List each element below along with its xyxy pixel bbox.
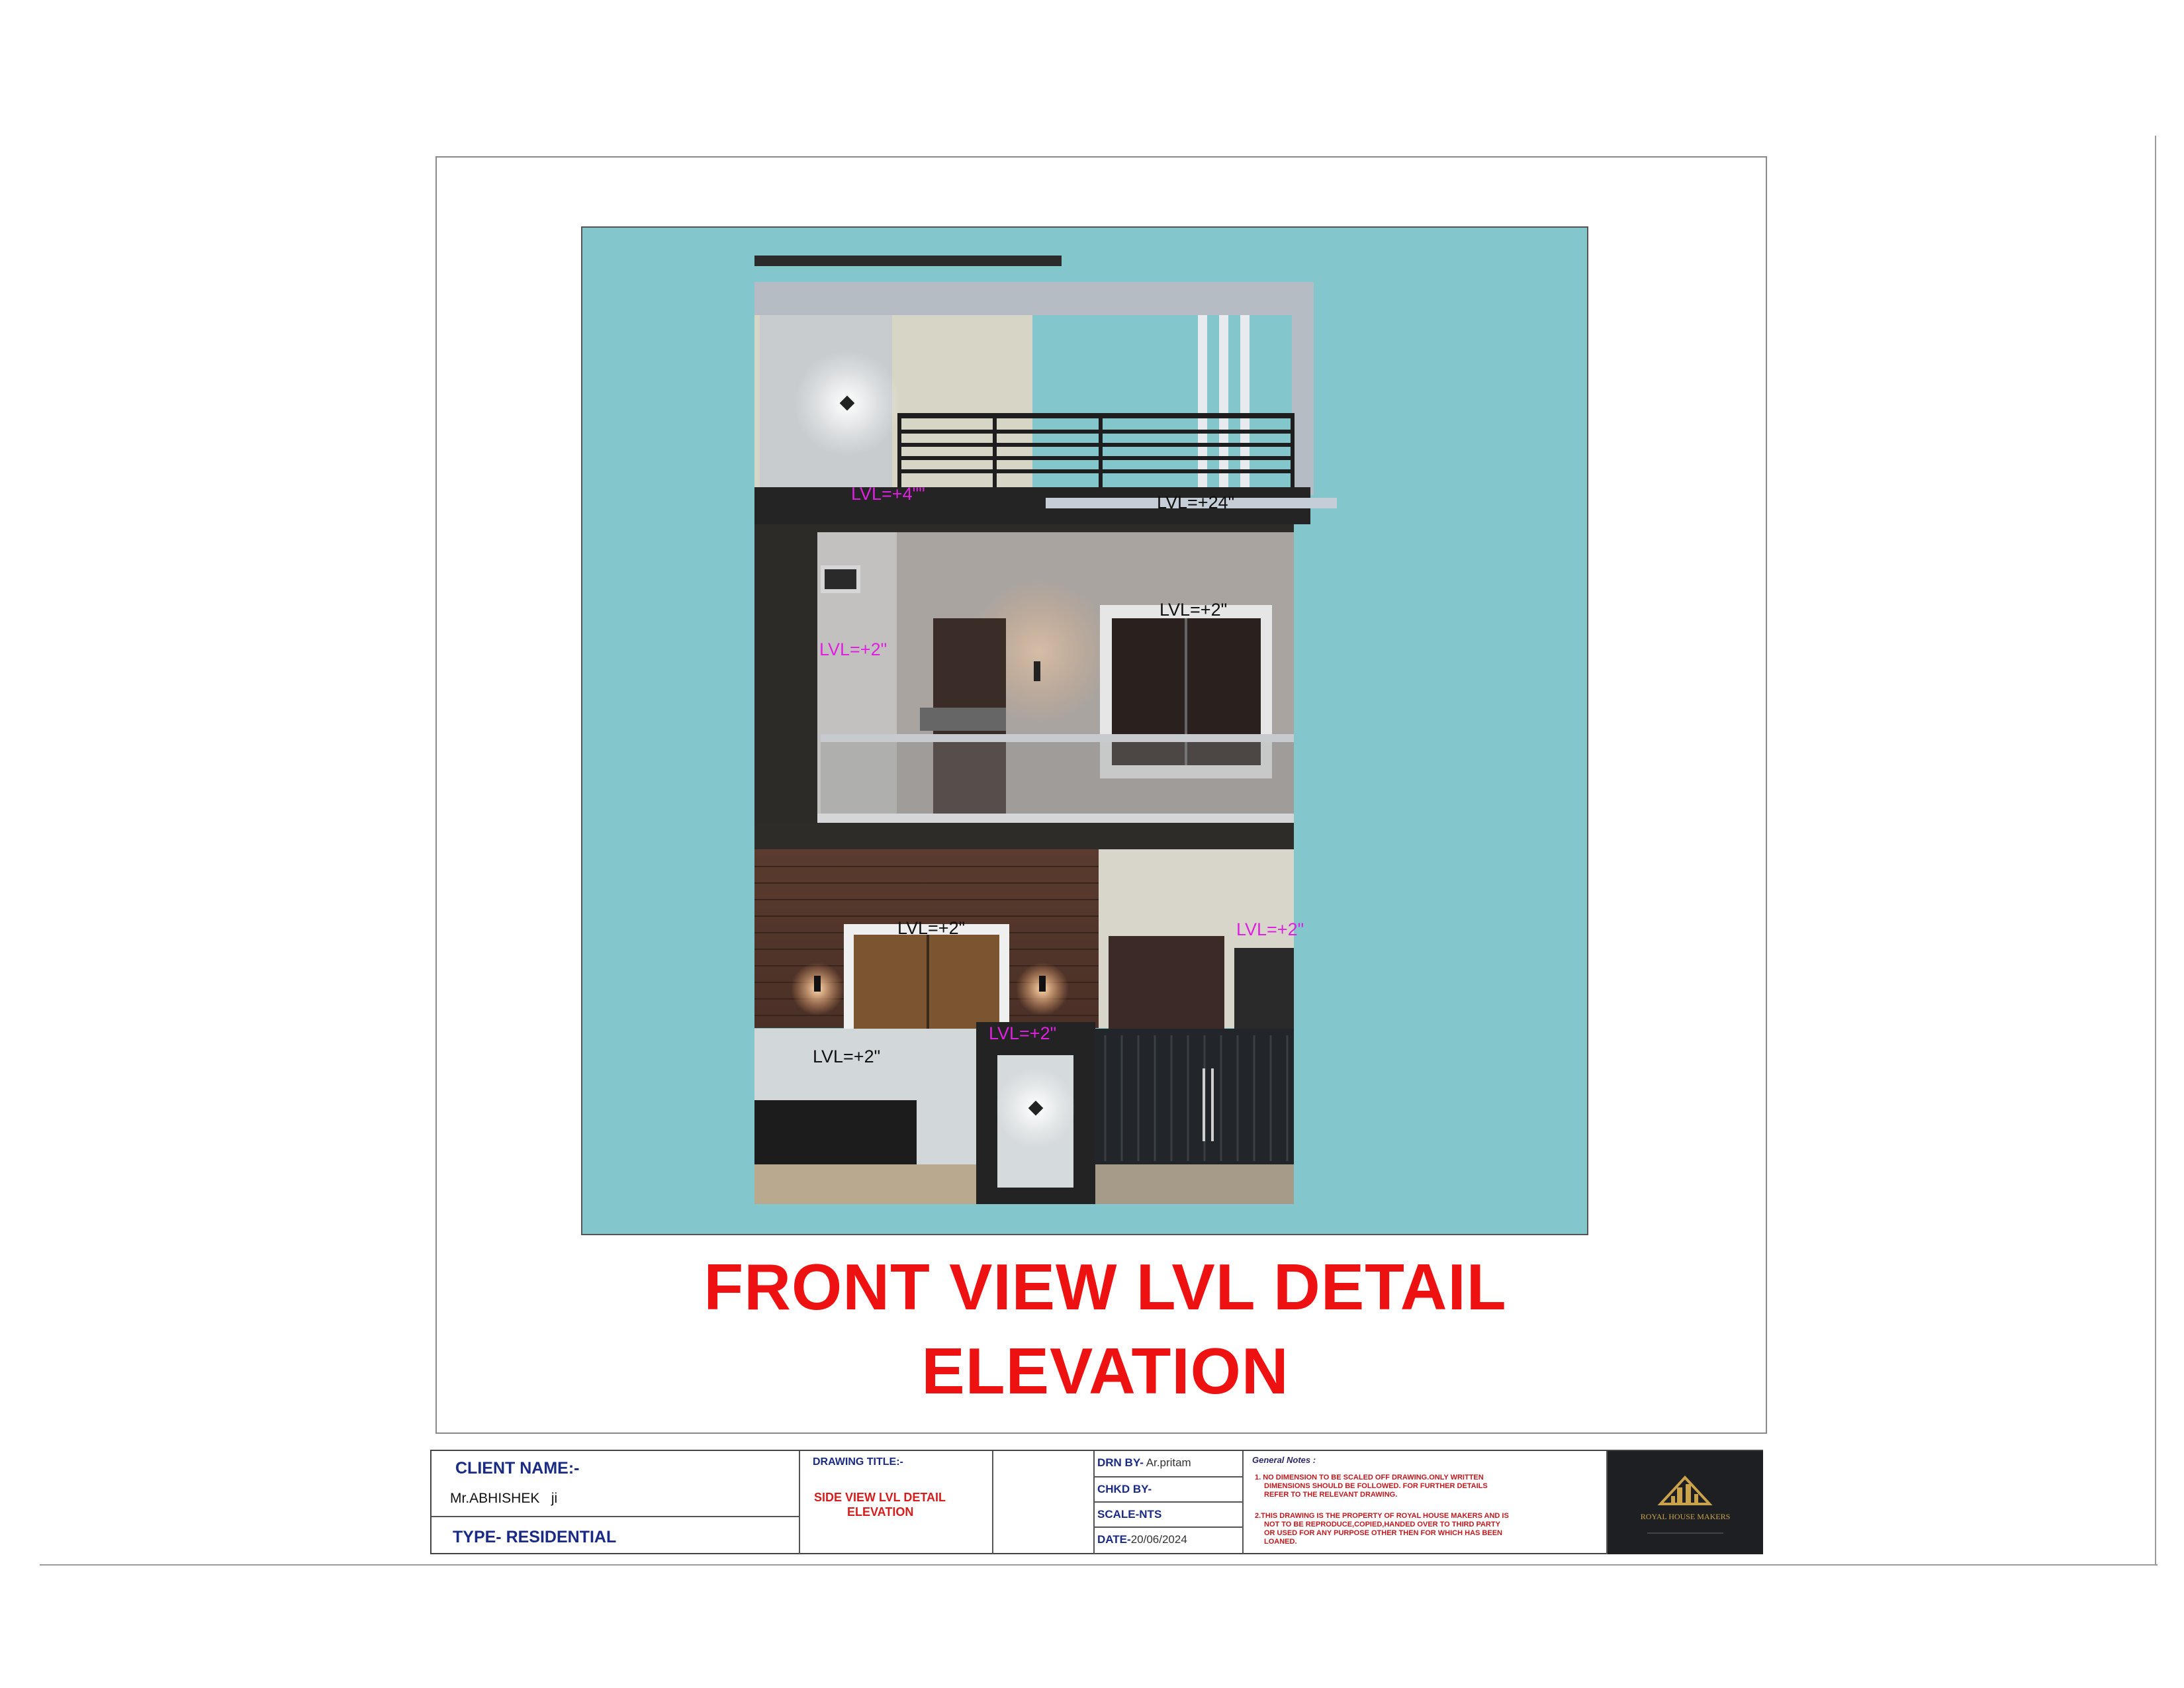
type-value: RESIDENTIAL bbox=[506, 1528, 617, 1546]
client-name-label: CLIENT NAME:- bbox=[455, 1459, 580, 1477]
level-label-ground-window: LVL=+2" bbox=[897, 918, 966, 938]
first-floor-slab bbox=[754, 823, 1294, 849]
building-elevation-drawing bbox=[754, 256, 1337, 1204]
fin-1 bbox=[1198, 315, 1207, 489]
logo-text: ROYAL HOUSE MAKERS bbox=[1640, 1512, 1731, 1521]
drawing-title-line2: ELEVATION bbox=[847, 1505, 914, 1519]
checked-by-label: CHKD BY- bbox=[1097, 1483, 1152, 1495]
parapet-cap bbox=[754, 256, 1062, 266]
ground-stone-left bbox=[754, 1164, 976, 1204]
main-title-line1: FRONT VIEW LVL DETAIL bbox=[704, 1250, 1507, 1323]
scale: SCALE-NTS bbox=[1097, 1508, 1162, 1521]
level-label-terrace-left: LVL=+4"" bbox=[851, 484, 925, 504]
main-gate bbox=[1095, 1029, 1294, 1164]
level-label-first-window: LVL=+2" bbox=[1160, 600, 1228, 620]
drawing-title-label: DRAWING TITLE:- bbox=[813, 1456, 903, 1468]
level-label-ground-right: LVL=+2" bbox=[1236, 919, 1304, 939]
drawing-title-line1: SIDE VIEW LVL DETAIL bbox=[814, 1491, 946, 1504]
level-label-first-left: LVL=+2" bbox=[819, 639, 887, 659]
pillar-light bbox=[1028, 1100, 1044, 1116]
balcony-rail bbox=[821, 734, 1294, 742]
level-label-ground-left: LVL=+2" bbox=[813, 1047, 881, 1066]
elevation-render: LVL=+4"" LVL=+24" LVL=+2" LVL=+2" LVL=+2… bbox=[581, 226, 1588, 1235]
type-label: TYPE- RESIDENTIAL bbox=[453, 1528, 617, 1546]
outer-frame-line-bottom bbox=[40, 1564, 2158, 1566]
first-floor-left-frame bbox=[754, 524, 817, 835]
ground-stone-right bbox=[1095, 1164, 1294, 1204]
tower-light bbox=[839, 395, 855, 411]
company-logo: ROYAL HOUSE MAKERS bbox=[1608, 1451, 1763, 1554]
general-note-1: 1. NO DIMENSION TO BE SCALED OFF DRAWING… bbox=[1255, 1474, 1488, 1499]
level-label-ground-entry: LVL=+2" bbox=[989, 1023, 1057, 1043]
title-block: CLIENT NAME:- Mr.ABHISHEK ji TYPE- RESID… bbox=[430, 1450, 1763, 1554]
top-frame bbox=[754, 282, 1314, 315]
general-notes-label: General Notes : bbox=[1252, 1455, 1316, 1465]
date-value: 20/06/2024 bbox=[1130, 1533, 1187, 1546]
wall-light bbox=[1034, 661, 1040, 681]
drawn-by-value: Ar.pritam bbox=[1146, 1456, 1191, 1469]
level-label-terrace-right: LVL=+24" bbox=[1157, 492, 1235, 512]
drawn-by: DRN BY- Ar.pritam bbox=[1097, 1456, 1191, 1469]
outer-frame-line-right bbox=[2155, 136, 2156, 1566]
scale-value: NTS bbox=[1139, 1508, 1162, 1521]
sheet-border bbox=[435, 156, 1767, 1434]
main-title-line2: ELEVATION bbox=[921, 1335, 1289, 1407]
general-note-2: 2.THIS DRAWING IS THE PROPERTY OF ROYAL … bbox=[1255, 1512, 1509, 1546]
date: DATE-20/06/2024 bbox=[1097, 1533, 1187, 1546]
ground-floor-door bbox=[1109, 936, 1224, 1029]
client-name-value: Mr.ABHISHEK ji bbox=[450, 1491, 558, 1506]
fin-2 bbox=[1219, 315, 1228, 489]
house-logo-icon bbox=[1647, 1476, 1723, 1534]
right-frame-pillar bbox=[1292, 282, 1314, 495]
terrace-projection bbox=[1046, 498, 1337, 508]
fin-3 bbox=[1240, 315, 1250, 489]
